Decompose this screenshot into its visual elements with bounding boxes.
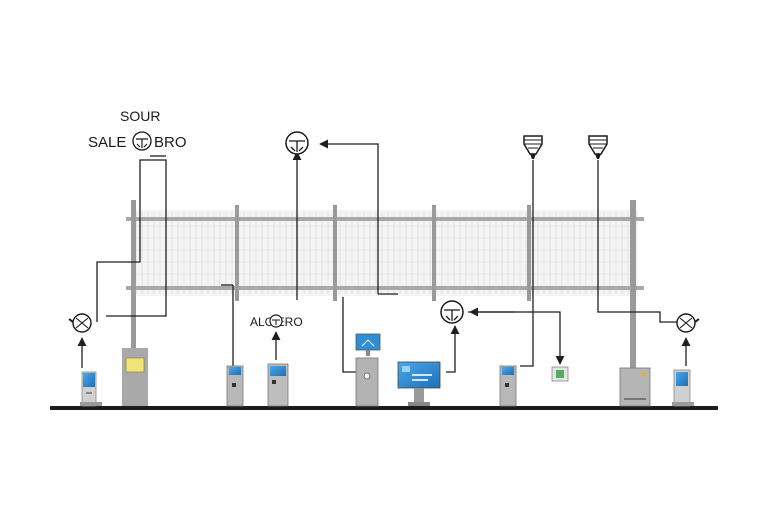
label-bro: BRO bbox=[154, 134, 187, 151]
kiosk-screen bbox=[502, 367, 514, 375]
kiosk-center bbox=[267, 363, 289, 407]
target-icon-mid bbox=[269, 314, 283, 328]
fence-rail-top bbox=[126, 217, 644, 221]
fence-mesh-lines bbox=[135, 212, 635, 294]
kiosk-center-left bbox=[226, 365, 244, 407]
fence-rail-bottom bbox=[126, 286, 644, 290]
wire bbox=[520, 160, 534, 367]
kiosk-right bbox=[499, 365, 517, 407]
fence-post bbox=[630, 200, 636, 408]
target-icon-label bbox=[132, 131, 152, 151]
siren-icon-right bbox=[676, 313, 700, 333]
fence-post bbox=[131, 200, 136, 408]
lamp-icon-1 bbox=[523, 135, 543, 159]
target-icon-top bbox=[285, 131, 309, 155]
wire-arrow bbox=[319, 139, 379, 294]
cabinet-right bbox=[619, 367, 651, 407]
kiosk-left bbox=[80, 371, 102, 407]
fence-post bbox=[235, 205, 239, 301]
fence bbox=[126, 200, 644, 408]
pedestal-center bbox=[355, 357, 379, 407]
wire-arrow bbox=[468, 311, 565, 365]
fence-post bbox=[527, 205, 531, 301]
wire-arrow bbox=[446, 325, 460, 373]
label-sale: SALE bbox=[88, 134, 126, 151]
siren-icon-left bbox=[68, 313, 92, 333]
target-icon-center bbox=[440, 300, 464, 324]
fence-post bbox=[333, 205, 337, 301]
lamp-icon-2 bbox=[588, 135, 608, 159]
fence-mesh bbox=[132, 210, 638, 296]
terminal-large bbox=[397, 361, 441, 406]
kiosk-screen bbox=[676, 372, 688, 386]
kiosk-screen bbox=[229, 367, 241, 375]
wiring bbox=[77, 139, 691, 373]
monitor-small bbox=[355, 333, 381, 356]
fence-post bbox=[432, 205, 436, 301]
wire bbox=[342, 297, 360, 373]
label-sour: SOUR bbox=[120, 108, 160, 124]
wire bbox=[597, 160, 680, 323]
sensor-badge bbox=[551, 366, 569, 382]
cabinet-left bbox=[122, 348, 148, 406]
kiosk-screen bbox=[270, 366, 286, 376]
warning-sign bbox=[125, 357, 145, 373]
kiosk-far-right bbox=[672, 369, 694, 407]
kiosk-screen bbox=[83, 373, 95, 387]
ground-line bbox=[50, 406, 718, 410]
wire bbox=[96, 159, 167, 322]
